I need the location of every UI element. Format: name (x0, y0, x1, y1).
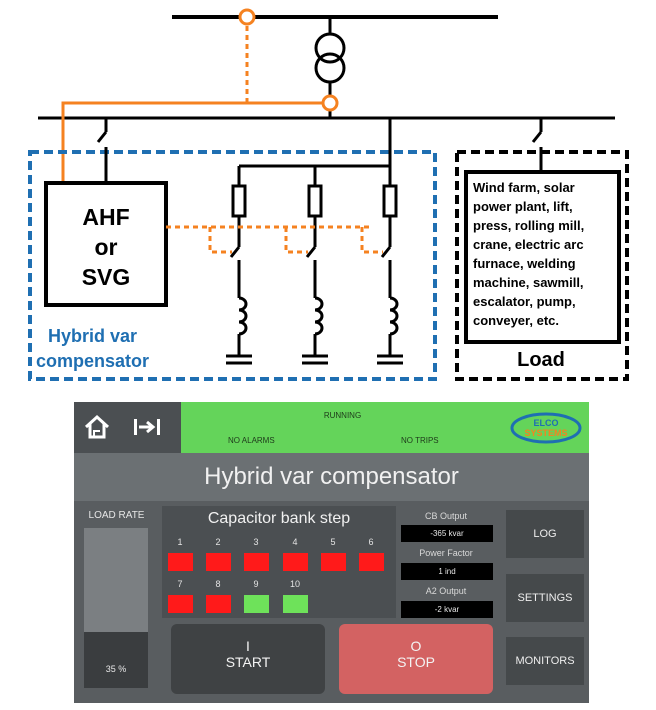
ahf-label: AHF (82, 204, 129, 230)
capacitor-branch (377, 166, 403, 365)
logo-text: ELCO (533, 418, 558, 428)
capacitor-step-indicator (283, 553, 308, 571)
running-status: RUNNING (323, 411, 362, 420)
hmi-panel: RUNNING NO ALARMS NO TRIPS ELCO SYSTEMS … (74, 402, 589, 703)
current-sensor-icon (238, 8, 256, 26)
trip-status: NO TRIPS (401, 436, 439, 445)
ahf-svg-box (44, 181, 168, 307)
a2-output-label: A2 Output (425, 586, 467, 596)
cb-output-label: CB Output (424, 511, 468, 521)
load-rate-label: LOAD RATE (88, 510, 145, 521)
load-rate-value: 35 % (105, 664, 127, 674)
capacitor-step-indicator (168, 595, 193, 613)
capacitor-step-indicator (168, 553, 193, 571)
ahf-label: SVG (82, 264, 131, 290)
exit-icon[interactable] (131, 414, 163, 440)
stop-button[interactable]: O STOP (339, 624, 493, 694)
capacitor-title: Capacitor bank step (207, 510, 351, 527)
capacitor-branch (302, 166, 328, 365)
switch-icon (305, 246, 317, 258)
start-label: START (225, 654, 271, 670)
load-description-line: power plant, lift, (473, 199, 573, 214)
switch-icon (229, 246, 241, 258)
capacitor-step-indicator (321, 553, 346, 571)
compensator-label: compensator (36, 351, 149, 371)
capacitor-step-indicator (244, 595, 269, 613)
step-number: 3 (253, 537, 259, 547)
load-description-line: crane, electric arc (473, 237, 584, 252)
page-title: Hybrid var compensator (74, 453, 589, 501)
step-number: 4 (292, 537, 298, 547)
step-number: 7 (177, 579, 183, 589)
load-description-line: escalator, pump, (473, 294, 576, 309)
step-number: 1 (177, 537, 183, 547)
home-icon[interactable] (84, 414, 110, 440)
load-label: Load (517, 349, 565, 371)
load-boundary (455, 150, 629, 381)
load-description: Wind farm, solar power plant, lift, pres… (473, 180, 584, 328)
a2-output-value: -2 kvar (401, 601, 493, 618)
switch-icon (380, 246, 392, 258)
capacitor-panel: Capacitor bank step 1 2 3 4 5 6 7 8 9 10 (162, 506, 396, 618)
switch-icon (96, 131, 108, 143)
ahf-label: or (95, 234, 118, 260)
step-number: 8 (215, 579, 221, 589)
control-signal-lines (166, 225, 383, 254)
step-number: 9 (253, 579, 259, 589)
step-number: 10 (289, 579, 300, 589)
status-bar: RUNNING NO ALARMS NO TRIPS (181, 402, 504, 453)
elco-systems-logo: ELCO SYSTEMS (504, 402, 589, 453)
reactor-icon (238, 296, 248, 336)
log-button[interactable]: LOG (506, 510, 584, 558)
step-number: 2 (215, 537, 221, 547)
compensator-label: Hybrid var (48, 326, 137, 346)
single-line-diagram: AHF or SVG (28, 8, 629, 381)
load-description-line: furnace, welding (473, 256, 576, 271)
load-description-line: press, rolling mill, (473, 218, 584, 233)
fuse-icon (231, 184, 247, 218)
logo-text: SYSTEMS (524, 428, 567, 438)
load-description-line: conveyer, etc. (473, 313, 559, 328)
monitors-button[interactable]: MONITORS (506, 637, 584, 685)
reactor-icon (314, 296, 324, 336)
fuse-icon (307, 184, 323, 218)
load-description-line: Wind farm, solar (473, 180, 575, 195)
power-factor-label: Power Factor (419, 548, 473, 558)
capacitor-branch (226, 166, 252, 365)
step-number: 6 (368, 537, 374, 547)
alarm-status: NO ALARMS (228, 436, 275, 445)
capacitor-step-indicator (206, 595, 231, 613)
load-box (464, 170, 621, 344)
capacitor-step-indicator (359, 553, 384, 571)
current-sensor-icon (321, 94, 339, 112)
transformer-icon (314, 32, 346, 84)
stop-symbol: O (410, 638, 422, 654)
capacitor-step-indicator (283, 595, 308, 613)
step-number: 5 (330, 537, 336, 547)
start-button[interactable]: I START (171, 624, 325, 694)
load-rate-fill (84, 632, 148, 688)
start-symbol: I (246, 638, 250, 654)
capacitor-step-indicator (244, 553, 269, 571)
ahf-feedback-line (61, 101, 330, 183)
capacitor-step-indicator (206, 553, 231, 571)
power-factor-value: 1 ind (401, 563, 493, 580)
switch-icon (531, 131, 543, 143)
reactor-icon (389, 296, 399, 336)
load-rate-gauge: 35 % (84, 528, 148, 688)
fuse-icon (382, 184, 398, 218)
cb-output-value: -365 kvar (401, 525, 493, 542)
load-description-line: machine, sawmill, (473, 275, 584, 290)
settings-button[interactable]: SETTINGS (506, 574, 584, 622)
compensator-boundary (28, 150, 437, 381)
stop-label: STOP (397, 654, 435, 670)
